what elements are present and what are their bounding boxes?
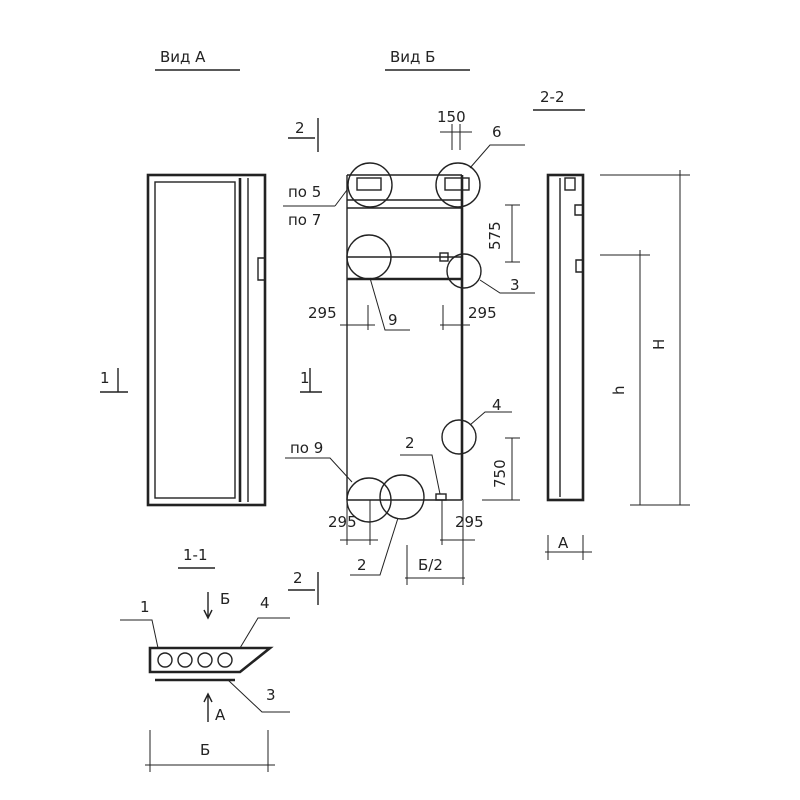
svg-text:2: 2	[293, 569, 303, 587]
pos-2-bottom-label: 2	[357, 556, 367, 574]
pos-6-label: 6	[492, 123, 502, 141]
po7-label: по 7	[288, 211, 321, 229]
dim-295-bottom-right: 295	[455, 513, 484, 531]
section-11-profile	[148, 646, 274, 682]
arrow-b	[203, 592, 213, 620]
dim-b2: Б/2	[418, 556, 443, 574]
dim-295-top-left: 295	[308, 304, 337, 322]
view-a-panel	[146, 173, 267, 507]
label-h: h	[610, 385, 628, 395]
pos-9-label: 9	[388, 311, 398, 329]
section-11-pos-3: 3	[266, 686, 276, 704]
dim-295-top-right: 295	[468, 304, 497, 322]
view-b-title: Вид Б	[390, 48, 435, 66]
svg-text:1: 1	[300, 369, 310, 387]
view-a-title: Вид А	[160, 48, 206, 66]
pos-3-label: 3	[510, 276, 520, 294]
dim-295-bottom-left: 295	[328, 513, 357, 531]
label-A: A	[558, 534, 569, 552]
section-22-profile	[546, 173, 585, 502]
pos-2-top-label: 2	[405, 434, 415, 452]
svg-text:1: 1	[100, 369, 110, 387]
dim-575: 575	[486, 221, 504, 250]
arrow-a	[203, 692, 213, 722]
pos-4-label: 4	[492, 396, 502, 414]
width-b-dim	[145, 730, 275, 772]
arrow-a-label: A	[215, 706, 226, 724]
dim-150: 150	[437, 108, 466, 126]
section-11-pos-4: 4	[260, 594, 270, 612]
section-22-dims	[600, 170, 690, 506]
svg-text:2: 2	[295, 119, 305, 137]
width-b-label: Б	[200, 741, 210, 759]
section-22-title: 2-2	[540, 88, 565, 106]
section-mark-1-left: 1	[100, 368, 128, 393]
arrow-b-label: Б	[220, 590, 230, 608]
view-b-panel	[346, 162, 482, 523]
section-mark-2-top: 2	[288, 118, 319, 152]
label-H: H	[650, 339, 668, 350]
section-11-pos-1: 1	[140, 598, 150, 616]
po5-label: по 5	[288, 183, 321, 201]
section-mark-2-bottom: 2	[288, 569, 319, 605]
po9-label: по 9	[290, 439, 323, 457]
section-11-title: 1-1	[183, 546, 208, 564]
dim-750: 750	[491, 459, 509, 488]
section-mark-1-mid: 1	[300, 368, 322, 393]
